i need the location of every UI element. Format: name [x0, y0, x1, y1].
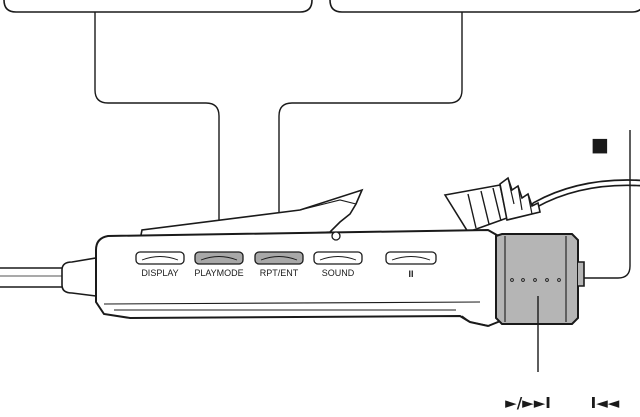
leader-line-stop	[584, 130, 631, 279]
button-playmode[interactable]: PLAYMODE	[194, 251, 244, 278]
button-pause[interactable]: II	[385, 251, 437, 279]
stop-symbol: ■	[591, 134, 609, 156]
leader-line-rpt-ent	[278, 12, 463, 250]
button-label-pause: II	[408, 269, 413, 279]
button-sound[interactable]: SOUND	[313, 251, 363, 278]
button-label-rpt-ent: RPT/ENT	[260, 268, 299, 278]
button-rpt-ent[interactable]: RPT/ENT	[254, 251, 304, 278]
indicator-circle	[331, 231, 341, 241]
callout-box-left	[3, 0, 313, 13]
button-display[interactable]: DISPLAY	[135, 251, 185, 278]
left-cord	[0, 267, 72, 289]
button-label-display: DISPLAY	[141, 268, 178, 278]
play-next-symbol: ►/►►I	[505, 394, 551, 412]
cord-strain-relief	[61, 257, 97, 297]
jog-knob[interactable]	[495, 233, 585, 325]
leader-line-playmode	[94, 12, 220, 250]
remote-body	[95, 228, 510, 328]
button-label-sound: SOUND	[322, 268, 355, 278]
cable-plug	[443, 176, 541, 233]
prev-symbol: I◄◄	[591, 394, 620, 412]
button-label-playmode: PLAYMODE	[194, 268, 243, 278]
callout-box-right	[329, 0, 640, 13]
